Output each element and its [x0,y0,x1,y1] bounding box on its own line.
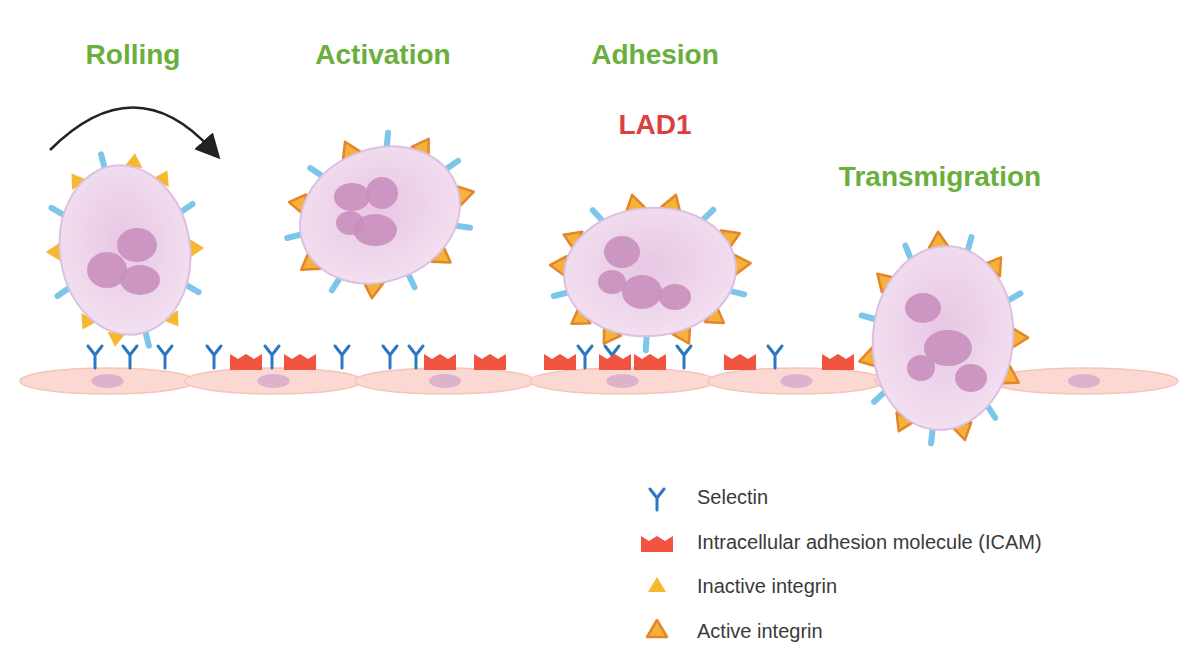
icam [284,354,316,370]
cell-body [559,201,742,344]
endothelial-cell [530,368,715,394]
selectin [88,346,102,368]
icam [822,354,854,370]
cell-body [865,240,1021,436]
nucleus-lobe [120,265,160,295]
selectin [768,346,782,368]
icam [634,354,666,370]
endothelial-cell [355,368,535,394]
nucleus-lobe [622,275,662,309]
endothelial-nucleus [258,374,290,388]
nucleus-lobe [604,236,640,268]
neutrophil [279,123,481,307]
endothelial-nucleus [429,374,461,388]
icam [474,354,506,370]
neutrophil [549,192,751,351]
nucleus-lobe [366,177,398,209]
nucleus-lobe [334,183,370,211]
inactive-integrin-symbol [648,577,666,592]
inactive-integrin [46,243,60,261]
selectin [207,346,221,368]
step-label: Activation [315,38,450,72]
cell-body [279,123,481,307]
step-label: Rolling [86,38,181,72]
cell-body [49,157,201,343]
selectin [383,346,397,368]
selectin [578,346,592,368]
inactive-integrin [190,239,204,257]
neutrophil [46,152,205,347]
nucleus-lobe [955,364,987,392]
selectin [335,346,349,368]
disease-label: LAD1 [618,108,691,142]
endothelial-nucleus [1068,374,1100,388]
nucleus-lobe [659,284,691,310]
step-label: Transmigration [839,160,1041,194]
selectin [677,346,691,368]
active-integrin-symbol [647,620,667,637]
icam-symbol [641,536,673,552]
nucleus-lobe [905,293,941,323]
selectin [265,346,279,368]
nucleus-lobe [117,228,157,262]
icam [724,354,756,370]
endothelial-nucleus [781,374,813,388]
nucleus-lobe [336,211,364,235]
legend-symbols [641,489,673,637]
endothelial-nucleus [92,374,124,388]
legend-text: Selectin [697,485,768,509]
active-integrin [1012,328,1028,348]
icam [230,354,262,370]
nucleus-lobe [907,355,935,381]
endothelial-cell [708,368,885,394]
legend-text: Active integrin [697,619,823,643]
endothelial-molecules [88,346,854,370]
icam [544,354,576,370]
neutrophil [857,231,1028,443]
nucleus-lobe [598,270,626,294]
legend-text: Intracellular adhesion molecule (ICAM) [697,530,1042,554]
selectin [409,346,423,368]
endothelial-nucleus [607,374,639,388]
selectin-symbol [650,489,664,510]
icam [424,354,456,370]
endothelial-cell [185,368,362,394]
step-label: Adhesion [591,38,719,72]
icam [599,354,631,370]
rolling-arrow [50,108,212,151]
legend-text: Inactive integrin [697,574,837,598]
selectin [123,346,137,368]
selectin [158,346,172,368]
endothelial-cell [20,368,195,394]
